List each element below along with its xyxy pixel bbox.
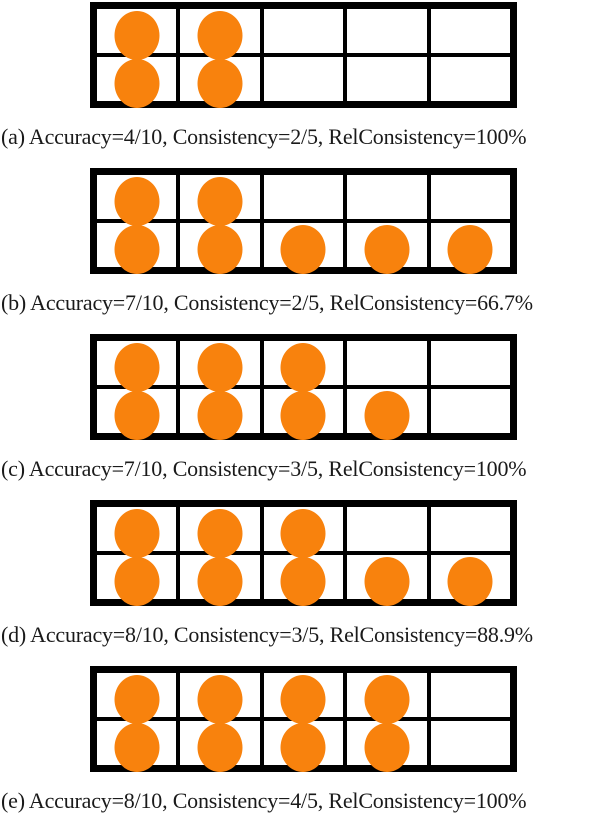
answer-dot	[114, 11, 160, 60]
ten-frame-grid-c	[90, 334, 517, 440]
grid-cell-r2-c2	[178, 221, 262, 274]
grid-cell-r1-c4	[345, 339, 429, 387]
grid-cell-r1-c2	[178, 671, 262, 724]
grid-cell-r2-c4	[345, 553, 429, 606]
answer-dot	[364, 723, 410, 772]
grid-cell-r1-c1	[95, 339, 179, 392]
answer-dot	[447, 557, 493, 606]
grid-cell-r1-c2	[178, 339, 262, 392]
grid-cell-r1-c1	[95, 505, 179, 558]
subfigure-caption-e: (e) Accuracy=8/10, Consistency=4/5, RelC…	[1, 788, 527, 813]
answer-dot	[197, 343, 243, 392]
grid-cell-r1-c5	[428, 7, 512, 55]
answer-dot	[364, 557, 410, 606]
answer-dot	[114, 177, 160, 226]
grid-cell-r2-c1	[95, 719, 179, 772]
grid-cell-r1-c1	[95, 173, 179, 226]
answer-dot	[114, 723, 160, 772]
grid-cell-r1-c2	[178, 7, 262, 60]
answer-dot	[280, 675, 326, 724]
grid-cell-r2-c5	[428, 387, 512, 435]
answer-dot	[197, 11, 243, 60]
grid-cell-r1-c3	[261, 173, 346, 221]
answer-dot	[280, 391, 326, 440]
subfigure-b: (b) Accuracy=7/10, Consistency=2/5, RelC…	[0, 168, 606, 316]
grid-cell-r1-c3	[261, 339, 346, 392]
answer-dot	[280, 343, 326, 392]
grid-cell-r2-c4	[345, 387, 429, 440]
grid-cell-r1-c2	[178, 505, 262, 558]
grid-cell-r1-c5	[428, 505, 512, 553]
grid-cell-r2-c2	[178, 719, 262, 772]
grid-cell-r1-c3	[261, 505, 346, 558]
answer-dot	[197, 59, 243, 108]
answer-dot	[114, 509, 160, 558]
grid-cell-r1-c1	[95, 671, 179, 724]
answer-dot	[114, 343, 160, 392]
answer-dot	[280, 225, 326, 274]
answer-dot	[197, 557, 243, 606]
subfigure-caption-a: (a) Accuracy=4/10, Consistency=2/5, RelC…	[1, 124, 527, 149]
answer-dot	[197, 177, 243, 226]
grid-cell-r1-c5	[428, 671, 512, 719]
answer-dot	[114, 557, 160, 606]
grid-cell-r2-c4	[345, 221, 429, 274]
answer-dot	[197, 675, 243, 724]
grid-cell-r2-c3	[261, 553, 346, 606]
grid-cell-r1-c4	[345, 505, 429, 553]
grid-cell-r2-c5	[428, 221, 512, 274]
grid-cell-r2-c1	[95, 55, 179, 108]
grid-cell-r2-c4	[345, 719, 429, 772]
answer-dot	[197, 723, 243, 772]
subfigure-caption-c: (c) Accuracy=7/10, Consistency=3/5, RelC…	[1, 456, 527, 481]
answer-dot	[364, 391, 410, 440]
grid-cell-r2-c2	[178, 387, 262, 440]
answer-dot	[364, 675, 410, 724]
answer-dot	[114, 391, 160, 440]
grid-cell-r1-c4	[345, 173, 429, 221]
grid-cell-r2-c2	[178, 55, 262, 108]
ten-frame-grid-a	[90, 2, 517, 108]
grid-cell-r2-c1	[95, 221, 179, 274]
subfigure-d: (d) Accuracy=8/10, Consistency=3/5, RelC…	[0, 500, 606, 648]
grid-cell-r2-c5	[428, 719, 512, 767]
grid-cell-r2-c3	[261, 719, 346, 772]
grid-cell-r2-c1	[95, 387, 179, 440]
answer-dot	[197, 225, 243, 274]
grid-cell-r1-c3	[261, 7, 346, 55]
grid-cell-r2-c2	[178, 553, 262, 606]
answer-dot	[114, 225, 160, 274]
answer-dot	[280, 509, 326, 558]
answer-dot	[280, 557, 326, 606]
answer-dot	[280, 723, 326, 772]
answer-dot	[197, 509, 243, 558]
answer-dot	[114, 675, 160, 724]
ten-frame-grid-b	[90, 168, 517, 274]
grid-cell-r2-c3	[261, 387, 346, 440]
ten-frame-grid-e	[90, 666, 517, 772]
grid-cell-r2-c5	[428, 553, 512, 606]
subfigure-e: (e) Accuracy=8/10, Consistency=4/5, RelC…	[0, 666, 606, 814]
grid-cell-r1-c5	[428, 339, 512, 387]
answer-dot	[197, 391, 243, 440]
subfigure-caption-b: (b) Accuracy=7/10, Consistency=2/5, RelC…	[1, 290, 533, 315]
grid-cell-r1-c3	[261, 671, 346, 724]
grid-cell-r1-c4	[345, 671, 429, 724]
answer-dot	[447, 225, 493, 274]
subfigure-a: (a) Accuracy=4/10, Consistency=2/5, RelC…	[0, 2, 606, 150]
grid-cell-r2-c3	[261, 221, 346, 274]
grid-cell-r2-c4	[345, 55, 429, 103]
answer-dot	[114, 59, 160, 108]
grid-cell-r1-c2	[178, 173, 262, 226]
grid-cell-r2-c1	[95, 553, 179, 606]
answer-dot	[364, 225, 410, 274]
grid-cell-r1-c5	[428, 173, 512, 221]
subfigure-c: (c) Accuracy=7/10, Consistency=3/5, RelC…	[0, 334, 606, 482]
grid-cell-r2-c3	[261, 55, 346, 103]
ten-frame-grid-d	[90, 500, 517, 606]
grid-cell-r2-c5	[428, 55, 512, 103]
grid-cell-r1-c4	[345, 7, 429, 55]
subfigure-caption-d: (d) Accuracy=8/10, Consistency=3/5, RelC…	[1, 622, 533, 647]
grid-cell-r1-c1	[95, 7, 179, 60]
